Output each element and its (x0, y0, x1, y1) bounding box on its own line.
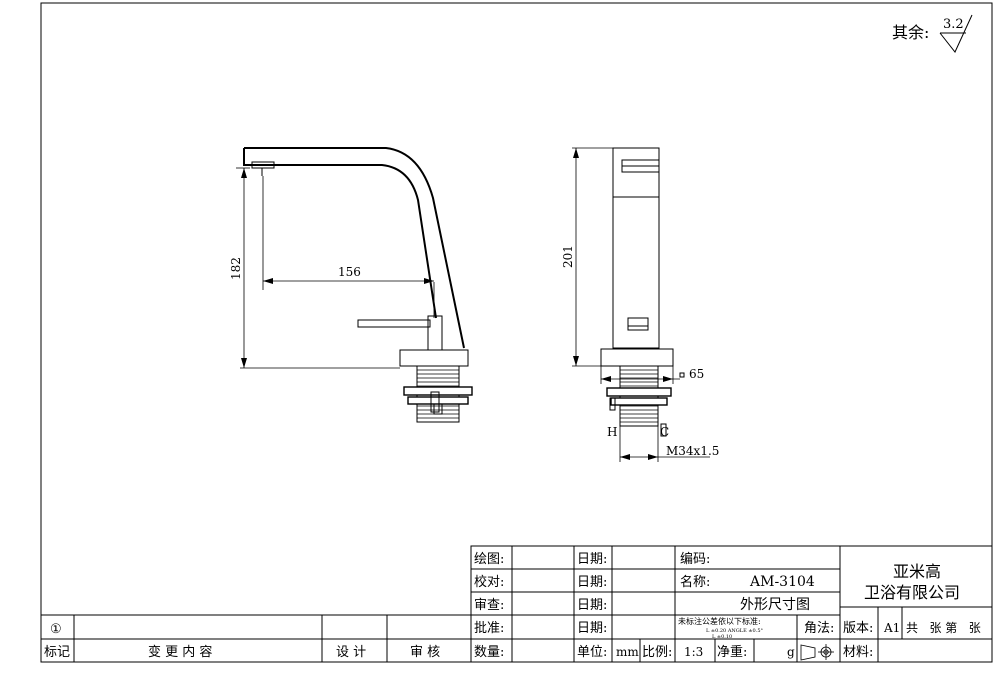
name-label: 名称: (680, 574, 710, 590)
dim-base: 65 (689, 367, 704, 381)
company-line-1: 亚米高 (893, 562, 941, 581)
code-label: 编码: (680, 552, 710, 567)
revision-symbol: ① (50, 622, 62, 637)
scale-value: 1:3 (684, 645, 703, 659)
drawing-name: 外形尺寸图 (740, 597, 810, 613)
cold-mark: C (660, 425, 669, 439)
scale-label: 比例: (642, 645, 672, 660)
unit-value: mm (616, 645, 639, 659)
tolerance-row-2: L ±0.10 (712, 634, 732, 640)
date-label-4: 日期: (577, 621, 607, 636)
faucet-side-view: 182 156 (229, 147, 473, 423)
roughness-symbol (939, 14, 973, 53)
dim-thread: M34x1.5 (666, 444, 719, 458)
mark-label: 标记 (44, 645, 70, 660)
unit-label: 单位: (577, 645, 607, 660)
version-label: 版本: (843, 621, 873, 636)
company-line-2: 卫浴有限公司 (864, 583, 960, 602)
material-label: 材料: (843, 645, 873, 660)
hot-mark: H (607, 425, 617, 439)
date-label-3: 日期: (577, 598, 607, 613)
product-code: AM-3104 (749, 574, 815, 590)
checked-label: 校对: (474, 574, 504, 590)
quantity-label: 数量: (474, 645, 504, 660)
design-label: 设 计 (336, 645, 366, 660)
net-weight-label: 净重: (717, 644, 747, 660)
date-label-1: 日期: (577, 552, 607, 567)
faucet-front-view: 201 65 M34x1.5 H C (561, 147, 719, 462)
dim-total-height: 201 (561, 245, 575, 268)
approved-label: 批准: (474, 621, 504, 636)
sheets-text: 共 张 第 张 (906, 621, 981, 635)
projection-symbol-icon (800, 644, 834, 661)
dim-spout-height: 182 (229, 257, 243, 280)
drawing-frame (40, 2, 993, 663)
tolerance-note: 未标注公差依以下标准: (678, 616, 761, 626)
projection-label: 角法: (804, 621, 834, 636)
net-weight-unit: g (787, 645, 795, 659)
review-label: 审 核 (410, 645, 440, 660)
roughness-note: 其余: 3.2 (892, 14, 973, 53)
roughness-label: 其余: (892, 23, 929, 42)
reviewed-label: 审查: (474, 598, 504, 613)
tolerance-row-1: L ±0.20 ANGLE ±0.5° (706, 628, 764, 634)
drawn-label: 绘图: (474, 552, 504, 567)
change-label: 变 更 内 容 (148, 644, 212, 660)
dim-spout-reach: 156 (338, 265, 361, 279)
title-block: 绘图: 校对: 审查: 批准: 数量: 日期: 日期: 日期: 日期: 单位: … (470, 545, 993, 663)
date-label-2: 日期: (577, 575, 607, 590)
revision-block: ① 标记 变 更 内 容 设 计 审 核 (40, 614, 472, 663)
version-value: A1 (883, 621, 900, 635)
roughness-value: 3.2 (943, 17, 964, 32)
